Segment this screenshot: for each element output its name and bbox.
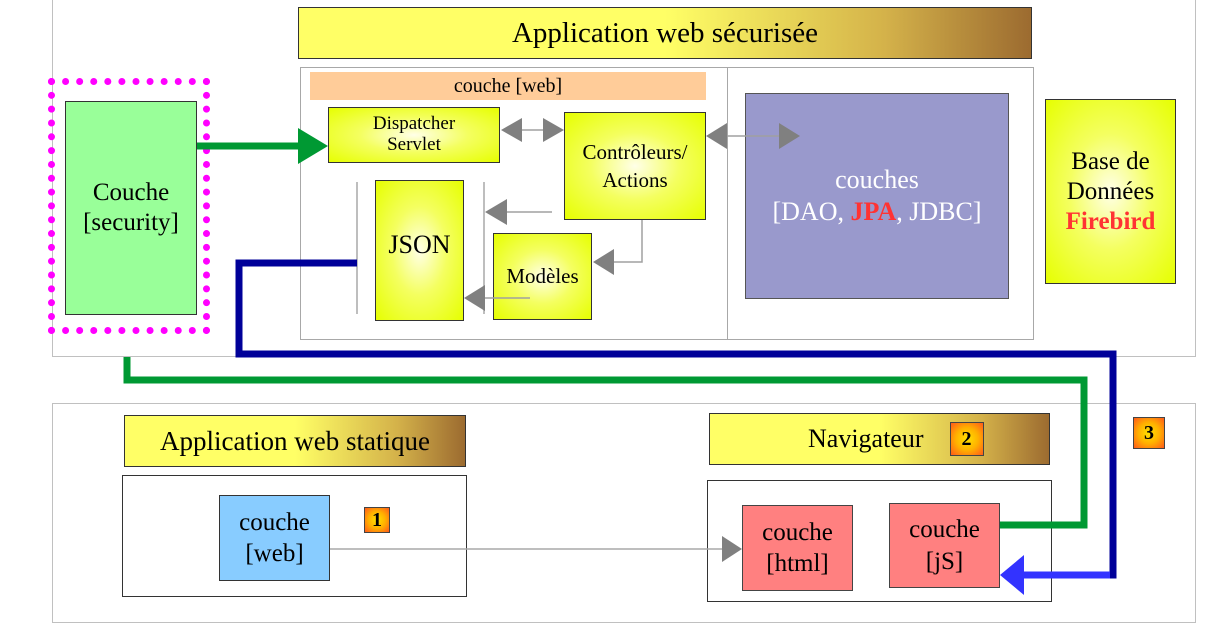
web-layer-label-text: couche [web] [453,74,563,97]
static-web-to-html-arrow [330,536,742,562]
security-layer-box: Couche [security] [65,101,197,315]
json-to-js-blue-path [235,259,1117,579]
firebird-highlight: Firebird [1065,207,1156,235]
js-layer-line2: [jS] [925,547,964,575]
browser-container [707,480,1052,602]
controllers-box: Contrôleurs/ Actions [564,112,706,220]
database-line1: Base de [1071,147,1150,175]
controllers-line2: Actions [602,168,668,192]
controllers-to-models-arrow [593,220,643,275]
security-dotted-boundary [48,78,210,334]
database-box: Base de Données Firebird [1045,99,1176,284]
backend-suffix: , JDBC] [896,197,982,226]
backend-layers-line1: couches [835,164,919,194]
database-line2: Données [1066,177,1155,205]
badge-1: 1 [364,507,390,533]
js-layer-box: couche [jS] [889,503,1000,588]
backend-container [727,67,1034,340]
backend-layers-line2: [DAO, JPA, JDBC] [773,196,982,229]
js-blue-arrowhead [1000,555,1110,595]
dispatcher-servlet-box: Dispatcher Servlet [328,107,500,163]
models-box: Modèles [493,233,592,320]
badge-2: 2 [949,422,984,456]
secure-app-title: Application web sécurisée [298,7,1032,59]
static-app-title: Application web statique [124,415,466,467]
badge-1-text: 1 [372,508,382,531]
models-to-json-arrow [464,285,530,311]
json-label: JSON [388,230,451,259]
security-layer-line2: [security] [83,209,179,236]
badge-3: 3 [1133,417,1165,449]
static-web-layer-box: couche [web] [219,495,330,581]
web-layer-container [300,67,728,340]
secure-app-title-text: Application web sécurisée [511,16,818,49]
client-frame [52,403,1196,623]
badge-2-text: 2 [961,427,972,450]
dispatcher-line1: Dispatcher [372,113,456,135]
security-layer-line1: Couche [92,179,170,206]
backend-prefix: [DAO, [772,197,851,226]
html-layer-box: couche [html] [742,505,853,591]
controllers-backend-arrow [706,123,800,149]
html-layer-line1: couche [762,518,833,546]
dispatcher-controllers-arrow [501,118,564,142]
backend-layers-box: couches [DAO, JPA, JDBC] [745,93,1009,299]
browser-title-text: Navigateur [808,424,924,453]
static-web-line2: [web] [245,540,304,567]
html-layer-line2: [html] [766,550,829,577]
controllers-line1: Contrôleurs/ [582,139,688,164]
js-layer-line1: couche [909,516,980,544]
web-layer-label: couche [web] [310,72,706,100]
json-box: JSON [375,180,464,321]
models-label: Modèles [506,263,579,288]
static-web-line1: couche [239,508,310,536]
security-to-dispatcher-arrow [197,128,328,164]
js-to-security-green-path [123,357,1088,529]
dispatcher-line2: Servlet [387,134,441,155]
jpa-highlight: JPA [850,197,897,226]
static-app-title-text: Application web statique [160,425,430,456]
badge-3-text: 3 [1144,421,1154,444]
static-app-container [122,475,467,597]
browser-title: Navigateur 2 [709,413,1050,465]
controllers-to-json-arrow [485,199,552,225]
